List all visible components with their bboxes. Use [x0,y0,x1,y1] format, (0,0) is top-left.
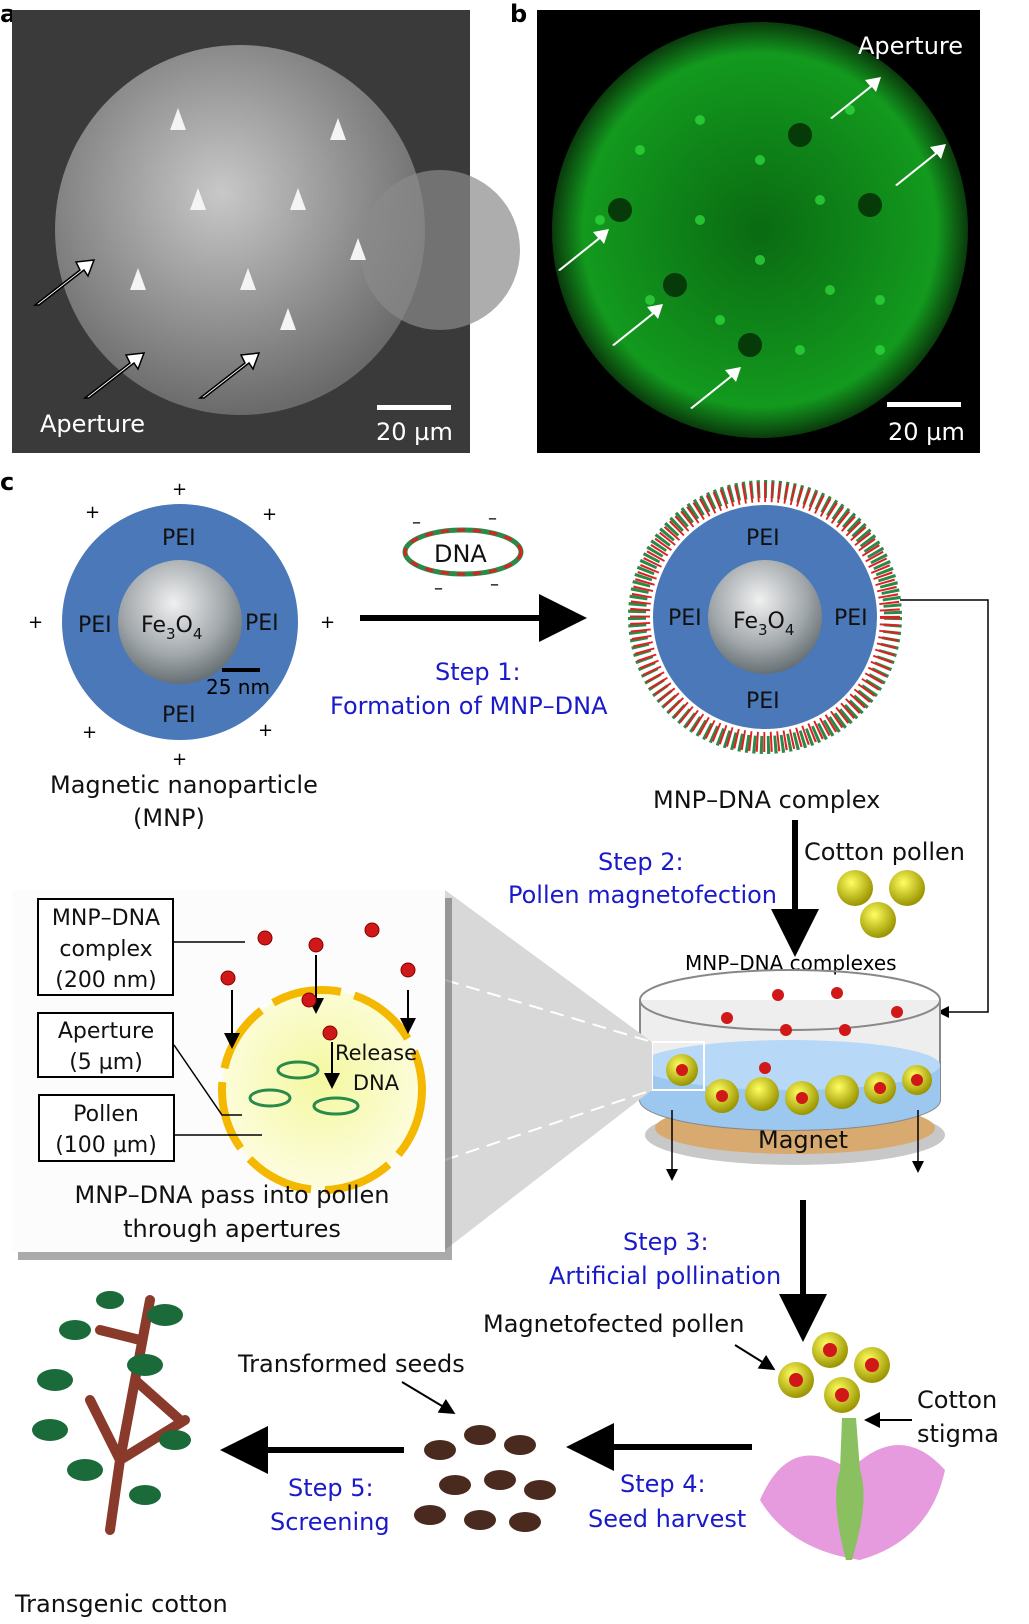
inset-caption: MNP–DNA pass into pollen [74,1181,389,1209]
svg-text:+: + [82,722,97,743]
step2-title: Step 2: [598,848,684,876]
positive-charges: + + + + + + + + [28,479,335,770]
svg-text:–: – [490,574,499,595]
step3-desc: Artificial pollination [549,1262,781,1290]
pei-label: PEI [668,606,702,631]
magnet-label: Magnet [758,1126,848,1154]
step1-title: Step 1: [435,658,521,686]
pei-label: PEI [162,526,196,551]
mnp-title: Magnetic nanoparticle [50,771,318,799]
step5-title: Step 5: [288,1474,374,1502]
step2-desc: Pollen magnetofection [508,881,777,909]
svg-text:–: – [434,578,443,599]
panel-b-aperture-label: Aperture [858,32,963,60]
petri-dish-on-magnet [639,969,945,1181]
svg-text:+: + [28,612,43,633]
fe3o4-label: Fe3O4 [733,609,794,639]
svg-text:+: + [85,502,100,523]
cotton-pollen-grains [837,870,925,938]
cotton-stigma-label: stigma [917,1420,999,1448]
seeds-image [408,1415,561,1535]
pei-label: PEI [245,611,279,636]
dna-plasmid [402,527,524,577]
mnp-title-abbr: (MNP) [133,804,205,832]
inset-box-aperture-line: (5 µm) [69,1050,143,1075]
inset-box-aperture-line: Aperture [58,1019,154,1044]
svg-text:–: – [488,508,497,529]
transgenic-cotton-plant [32,1291,191,1535]
negative-charges: – – – – [412,508,499,599]
inset-box-complex-line: MNP–DNA [52,906,160,931]
svg-text:+: + [320,612,335,633]
sem-image [12,10,520,453]
inset-caption: through apertures [123,1215,341,1243]
transformed-seeds-label: Transformed seeds [237,1350,465,1378]
dna-label: DNA [434,540,487,568]
release-dna-label: DNA [353,1071,400,1095]
inset-box-complex-line: (200 nm) [55,968,157,993]
connector-line [900,599,989,1018]
release-dna-label: Release [335,1041,417,1065]
panel-b-scale-bar: 20 µm [888,418,965,446]
step1-desc: Formation of MNP–DNA [330,692,608,720]
pei-label: PEI [834,606,868,631]
panel-a-scale-bar: 20 µm [376,418,453,446]
svg-text:–: – [412,512,421,533]
cotton-stigma-label: Cotton [917,1386,997,1414]
complex-label: MNP–DNA complex [653,786,880,814]
mnp-dna-complex [628,480,902,754]
cotton-pollen-label: Cotton pollen [804,838,965,866]
step5-desc: Screening [270,1508,390,1536]
svg-text:+: + [172,749,187,770]
cotton-flower [760,1418,945,1560]
panel-label-b: b [510,0,527,28]
fe3o4-label: Fe3O4 [141,613,202,643]
step4-desc: Seed harvest [588,1505,746,1533]
scale-25nm: 25 nm [206,675,270,699]
panel-a-aperture-label: Aperture [40,410,145,438]
fluorescence-image [537,10,980,453]
svg-text:+: + [258,720,273,741]
pei-label: PEI [162,703,196,728]
inset-box-pollen-line: (100 µm) [55,1133,157,1158]
magnetofected-pollen-label: Magnetofected pollen [483,1310,744,1338]
panel-label-c: c [0,468,14,496]
svg-text:+: + [172,479,187,500]
inset-box-pollen-line: Pollen [73,1102,139,1127]
transgenic-cotton-label: Transgenic cotton [14,1590,228,1618]
svg-text:+: + [262,504,277,525]
pei-label: PEI [746,689,780,714]
step3-title: Step 3: [623,1228,709,1256]
inset-box-complex-line: complex [59,937,152,962]
pei-label: PEI [746,526,780,551]
inset-panel [12,890,452,1260]
complexes-label: MNP–DNA complexes [685,951,897,975]
pei-label: PEI [78,613,112,638]
zoom-cone [445,890,652,1250]
magnetofected-pollen-grains [778,1332,890,1413]
step4-title: Step 4: [620,1470,706,1498]
magnetic-nanoparticle [62,504,298,740]
